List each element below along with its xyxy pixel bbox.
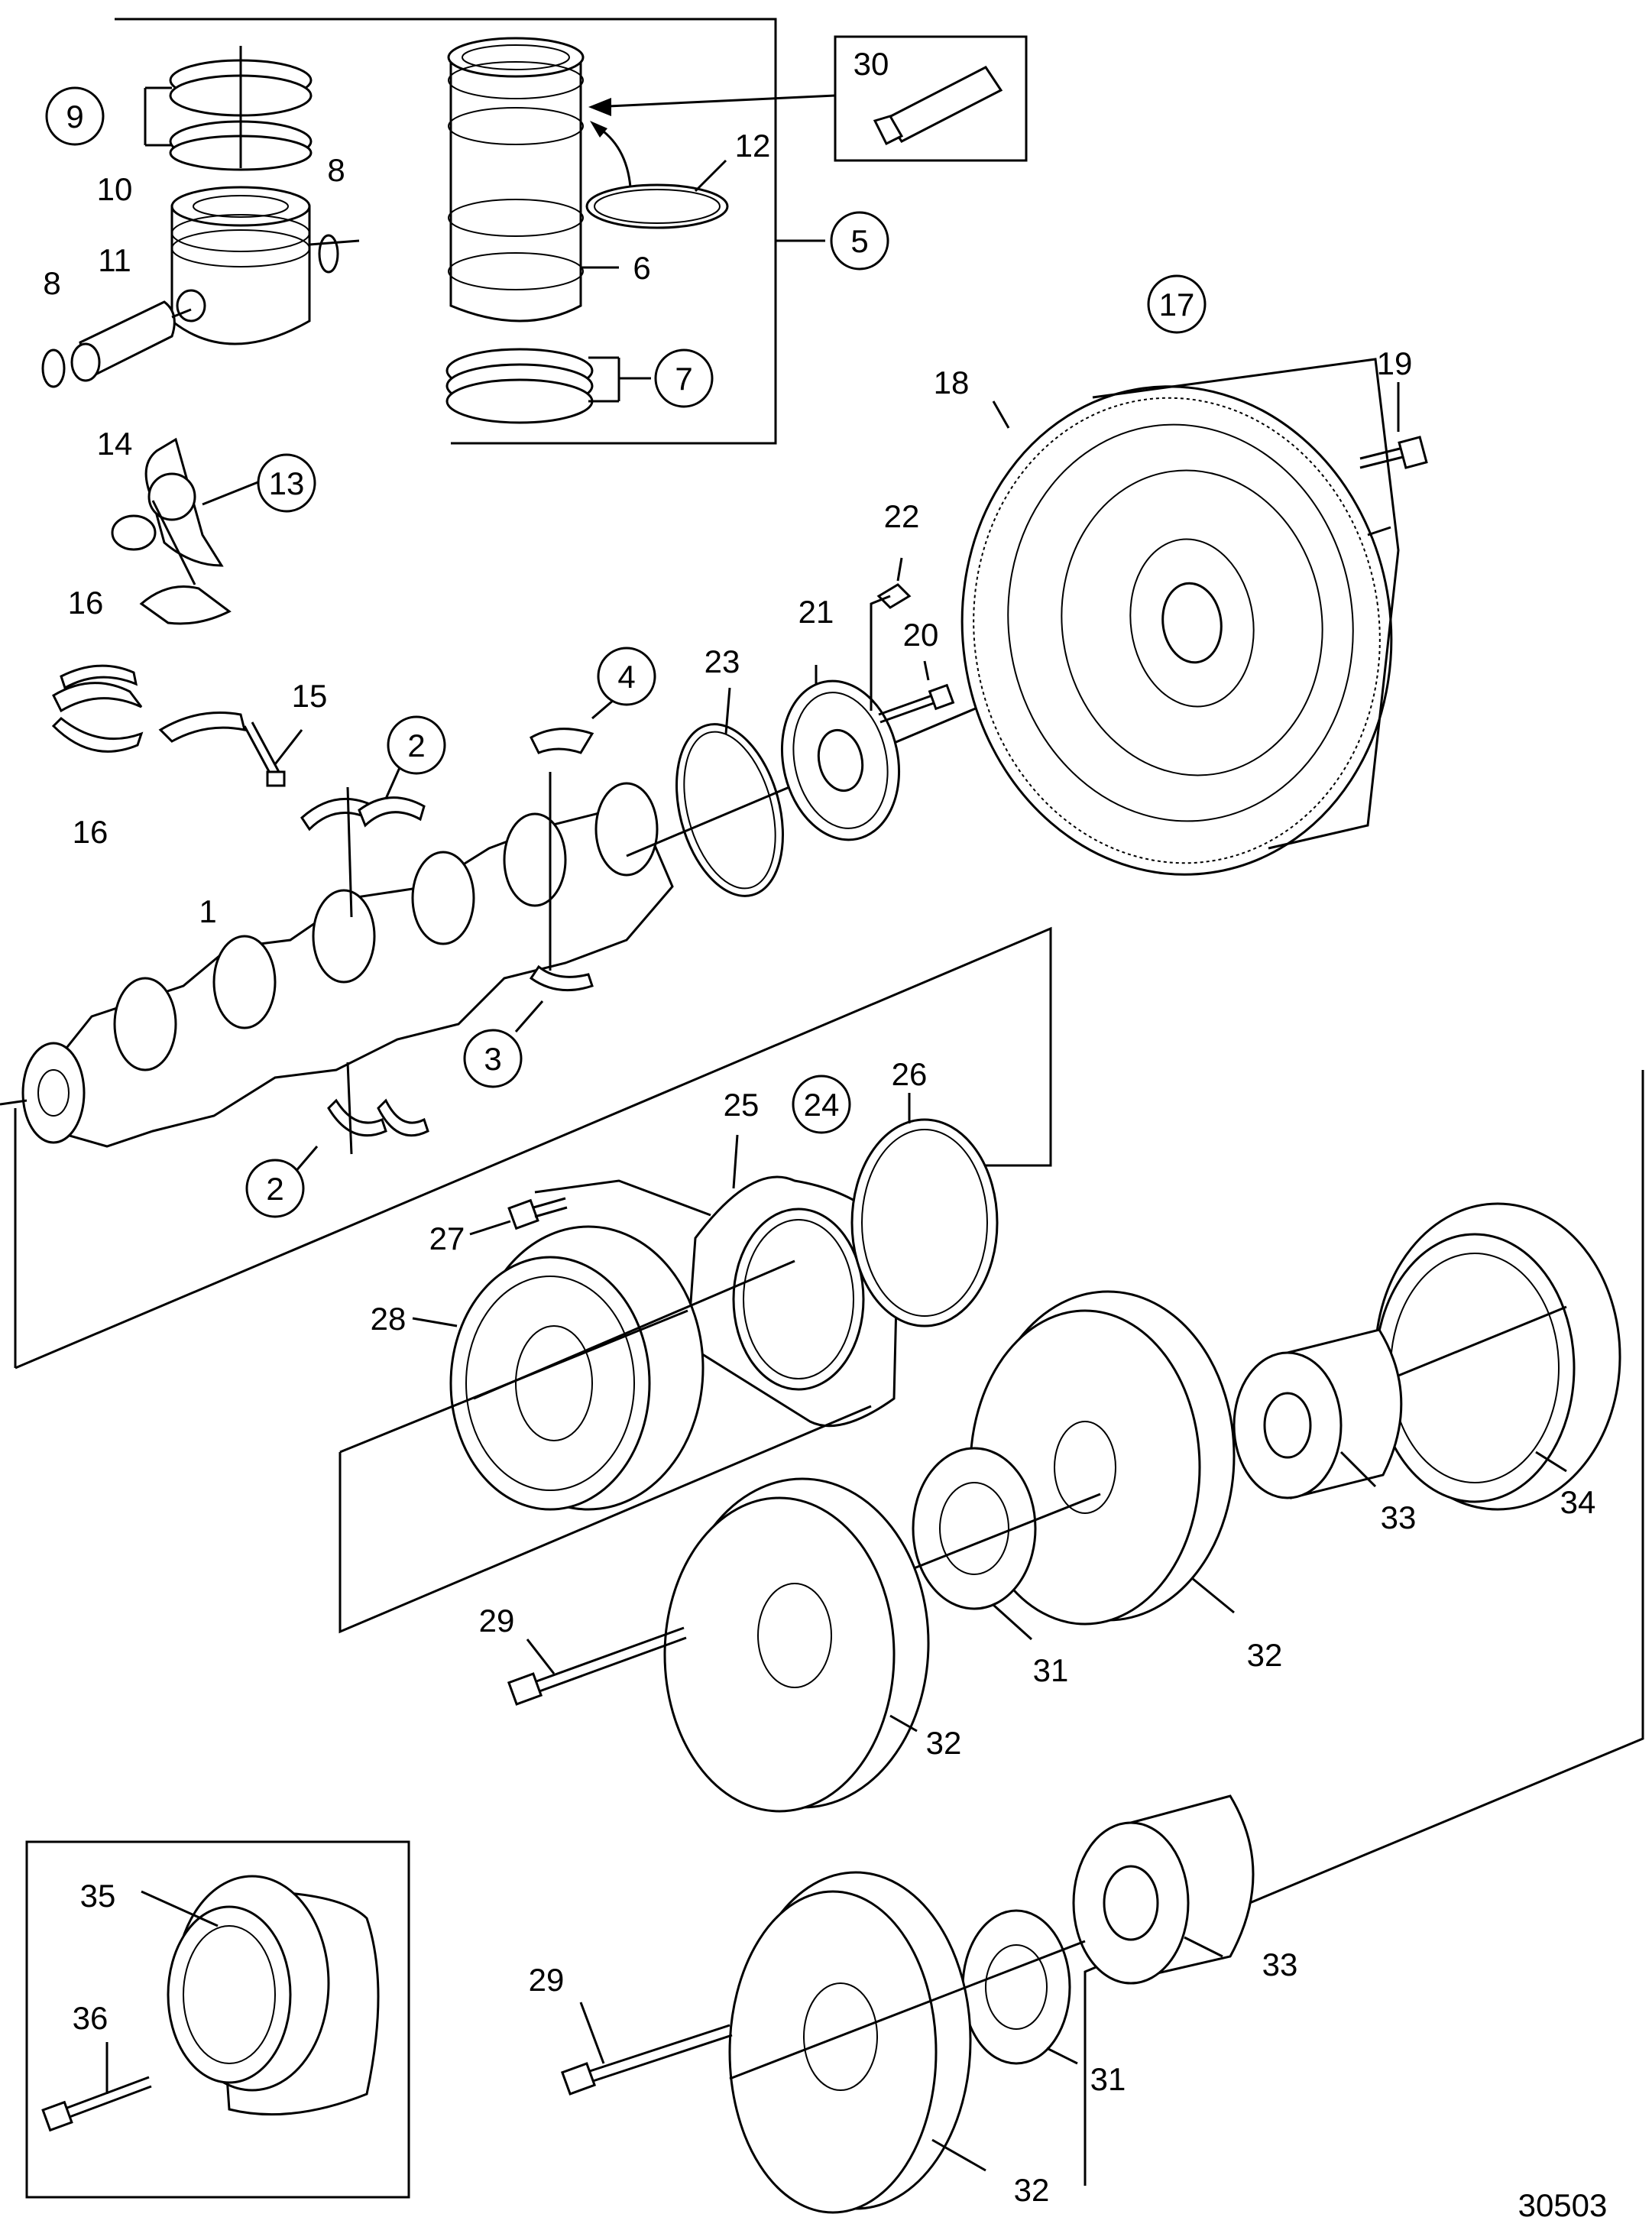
damper-axis-lower (729, 1940, 1086, 2080)
callout-27: 27 (429, 1220, 465, 1256)
callout-2-upper: 2 (407, 728, 425, 763)
callout-16-upper: 16 (68, 585, 104, 621)
callout-17: 17 (1159, 287, 1195, 323)
callout-13: 13 (269, 465, 305, 501)
liner-group-bracket (115, 18, 825, 445)
callout-18: 18 (934, 365, 970, 400)
damper-axis-upper (1398, 1305, 1567, 1377)
callout-31-upper: 31 (1033, 1652, 1069, 1688)
callout-28: 28 (371, 1301, 407, 1337)
callout-30: 30 (854, 46, 889, 82)
callout-3: 3 (484, 1041, 501, 1077)
callout-35: 35 (80, 1878, 116, 1914)
damper-hub-upper (1233, 1328, 1403, 1499)
callout-20: 20 (903, 617, 939, 653)
callout-34: 34 (1560, 1484, 1596, 1520)
figure-number: 30503 (1518, 2187, 1608, 2223)
callout-1: 1 (199, 893, 216, 929)
callout-2-lower: 2 (266, 1171, 283, 1207)
callout-26: 26 (892, 1056, 928, 1092)
callout-9: 9 (66, 99, 83, 135)
damper-disc-lower (663, 1477, 930, 1813)
piston (170, 186, 311, 345)
callout-33-upper: 33 (1381, 1499, 1417, 1535)
connecting-rod (111, 437, 261, 625)
spacer-ring-upper (912, 1447, 1037, 1641)
callout-21: 21 (798, 594, 834, 630)
pulley-inset-box (25, 1840, 410, 2199)
callout-4: 4 (617, 659, 635, 695)
crankshaft-gear (780, 665, 901, 841)
callout-6: 6 (633, 250, 650, 286)
spacer-ring-lower (961, 1909, 1078, 2065)
cylinder-liner (447, 37, 619, 323)
callout-19: 19 (1377, 345, 1413, 381)
timing-cover (534, 1134, 899, 1428)
callout-33-lower: 33 (1262, 1947, 1298, 1982)
callout-7: 7 (675, 361, 692, 397)
cap-bolt (243, 721, 303, 787)
callout-23: 23 (705, 643, 740, 679)
callout-32-upper-left: 32 (926, 1725, 962, 1761)
callout-labels: 1 2 2 3 4 5 6 7 8 8 9 10 11 12 13 14 15 … (43, 46, 1595, 2208)
callout-8-left: 8 (43, 265, 60, 301)
damper-hub-lower (1072, 1794, 1255, 1985)
flywheel (960, 358, 1400, 876)
main-bearings (514, 694, 620, 1032)
inset-pulley-bolt (41, 2042, 152, 2132)
damper-frame (338, 1070, 1644, 2186)
conrod-bearings (51, 664, 247, 753)
callout-15: 15 (292, 678, 328, 714)
callout-5: 5 (850, 223, 868, 259)
callout-10: 10 (97, 171, 133, 207)
liner-seal-rings (445, 348, 651, 424)
callout-24: 24 (804, 1087, 840, 1123)
front-cover-screw (469, 1197, 568, 1236)
dowel-pin (870, 557, 912, 711)
thrust-washers-upper (300, 763, 426, 918)
callout-32-upper-right: 32 (1247, 1637, 1283, 1673)
liner-o-ring (585, 121, 729, 229)
callout-31-lower: 31 (1090, 2061, 1126, 2097)
snap-rings (41, 234, 360, 388)
callout-14: 14 (97, 426, 133, 462)
damper-bolt-upper (507, 1626, 687, 1706)
crankshaft-pulley (412, 1225, 705, 1511)
callout-12: 12 (735, 128, 771, 164)
piston-pin (70, 300, 192, 382)
front-cover-frame (14, 926, 1052, 1370)
callout-29-upper: 29 (479, 1603, 515, 1639)
callout-16-lower: 16 (73, 814, 109, 850)
damper-bolt-lower (560, 2002, 733, 2096)
callout-8-right: 8 (327, 152, 345, 188)
flywheel-bolt (1359, 382, 1428, 469)
sealant-box (588, 35, 1028, 162)
callout-36: 36 (73, 2000, 109, 2036)
callout-22: 22 (884, 498, 920, 534)
piston-rings (144, 46, 313, 171)
callout-32-lower: 32 (1014, 2172, 1050, 2208)
callout-29-lower: 29 (529, 1962, 565, 1998)
callout-11: 11 (98, 242, 131, 278)
front-seal (850, 1093, 999, 1327)
damper-disc-lowest (728, 1871, 986, 2214)
rear-seal-ring (675, 687, 784, 897)
vibration-damper-pulley (1374, 1202, 1621, 1511)
thrust-washers-lower (293, 1062, 429, 1174)
gear-screw (878, 660, 955, 724)
circled-callouts (45, 86, 1207, 1218)
callout-25: 25 (724, 1087, 760, 1123)
